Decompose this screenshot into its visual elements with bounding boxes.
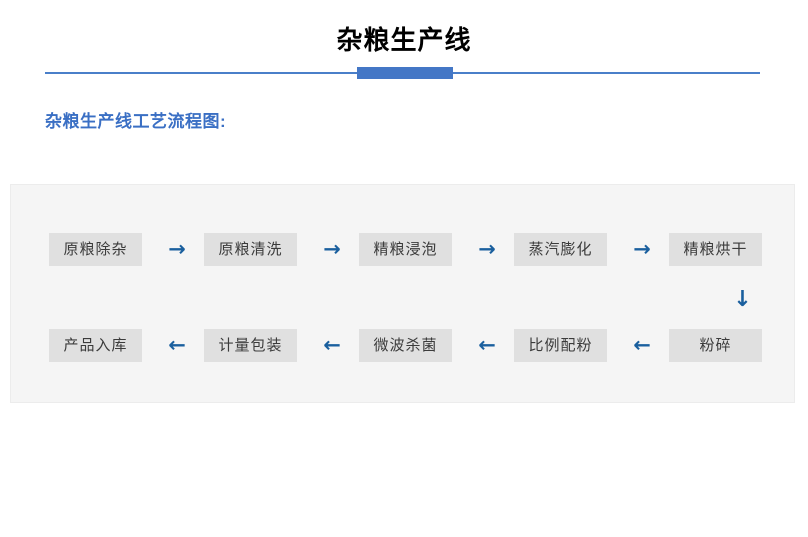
page-title: 杂粮生产线 [336, 25, 472, 55]
flow-step-box: 精粮浸泡 [359, 233, 452, 266]
section-subtitle: 杂粮生产线工艺流程图: [45, 112, 227, 131]
arrow-right-icon: → [323, 237, 341, 261]
arrow-right-icon: → [478, 237, 496, 261]
arrow-down-icon: ↓ [733, 287, 752, 312]
flow-step-box: 比例配粉 [514, 329, 607, 362]
title-divider [45, 66, 760, 80]
flow-step-box: 微波杀菌 [359, 329, 452, 362]
arrow-left-icon: ← [478, 333, 496, 357]
arrow-right-icon: → [168, 237, 186, 261]
process-flow-panel: 原粮除杂 → 原粮清洗 → 精粮浸泡 → 蒸汽膨化 → 精粮烘干 ↓ 产品入库 … [10, 184, 795, 403]
arrow-left-icon: ← [323, 333, 341, 357]
flow-step-box: 蒸汽膨化 [514, 233, 607, 266]
flow-step-box: 原粮清洗 [204, 233, 297, 266]
flow-step-box: 粉碎 [669, 329, 762, 362]
arrow-left-icon: ← [168, 333, 186, 357]
arrow-right-icon: → [633, 237, 651, 261]
flow-step-box: 原粮除杂 [49, 233, 142, 266]
arrow-left-icon: ← [633, 333, 651, 357]
divider-accent-block [357, 67, 453, 79]
flow-row-top: 原粮除杂 → 原粮清洗 → 精粮浸泡 → 蒸汽膨化 → 精粮烘干 [11, 233, 796, 267]
flow-step-box: 精粮烘干 [669, 233, 762, 266]
flow-step-box: 产品入库 [49, 329, 142, 362]
flow-step-box: 计量包装 [204, 329, 297, 362]
flow-row-bottom: 产品入库 ← 计量包装 ← 微波杀菌 ← 比例配粉 ← 粉碎 [11, 329, 796, 363]
